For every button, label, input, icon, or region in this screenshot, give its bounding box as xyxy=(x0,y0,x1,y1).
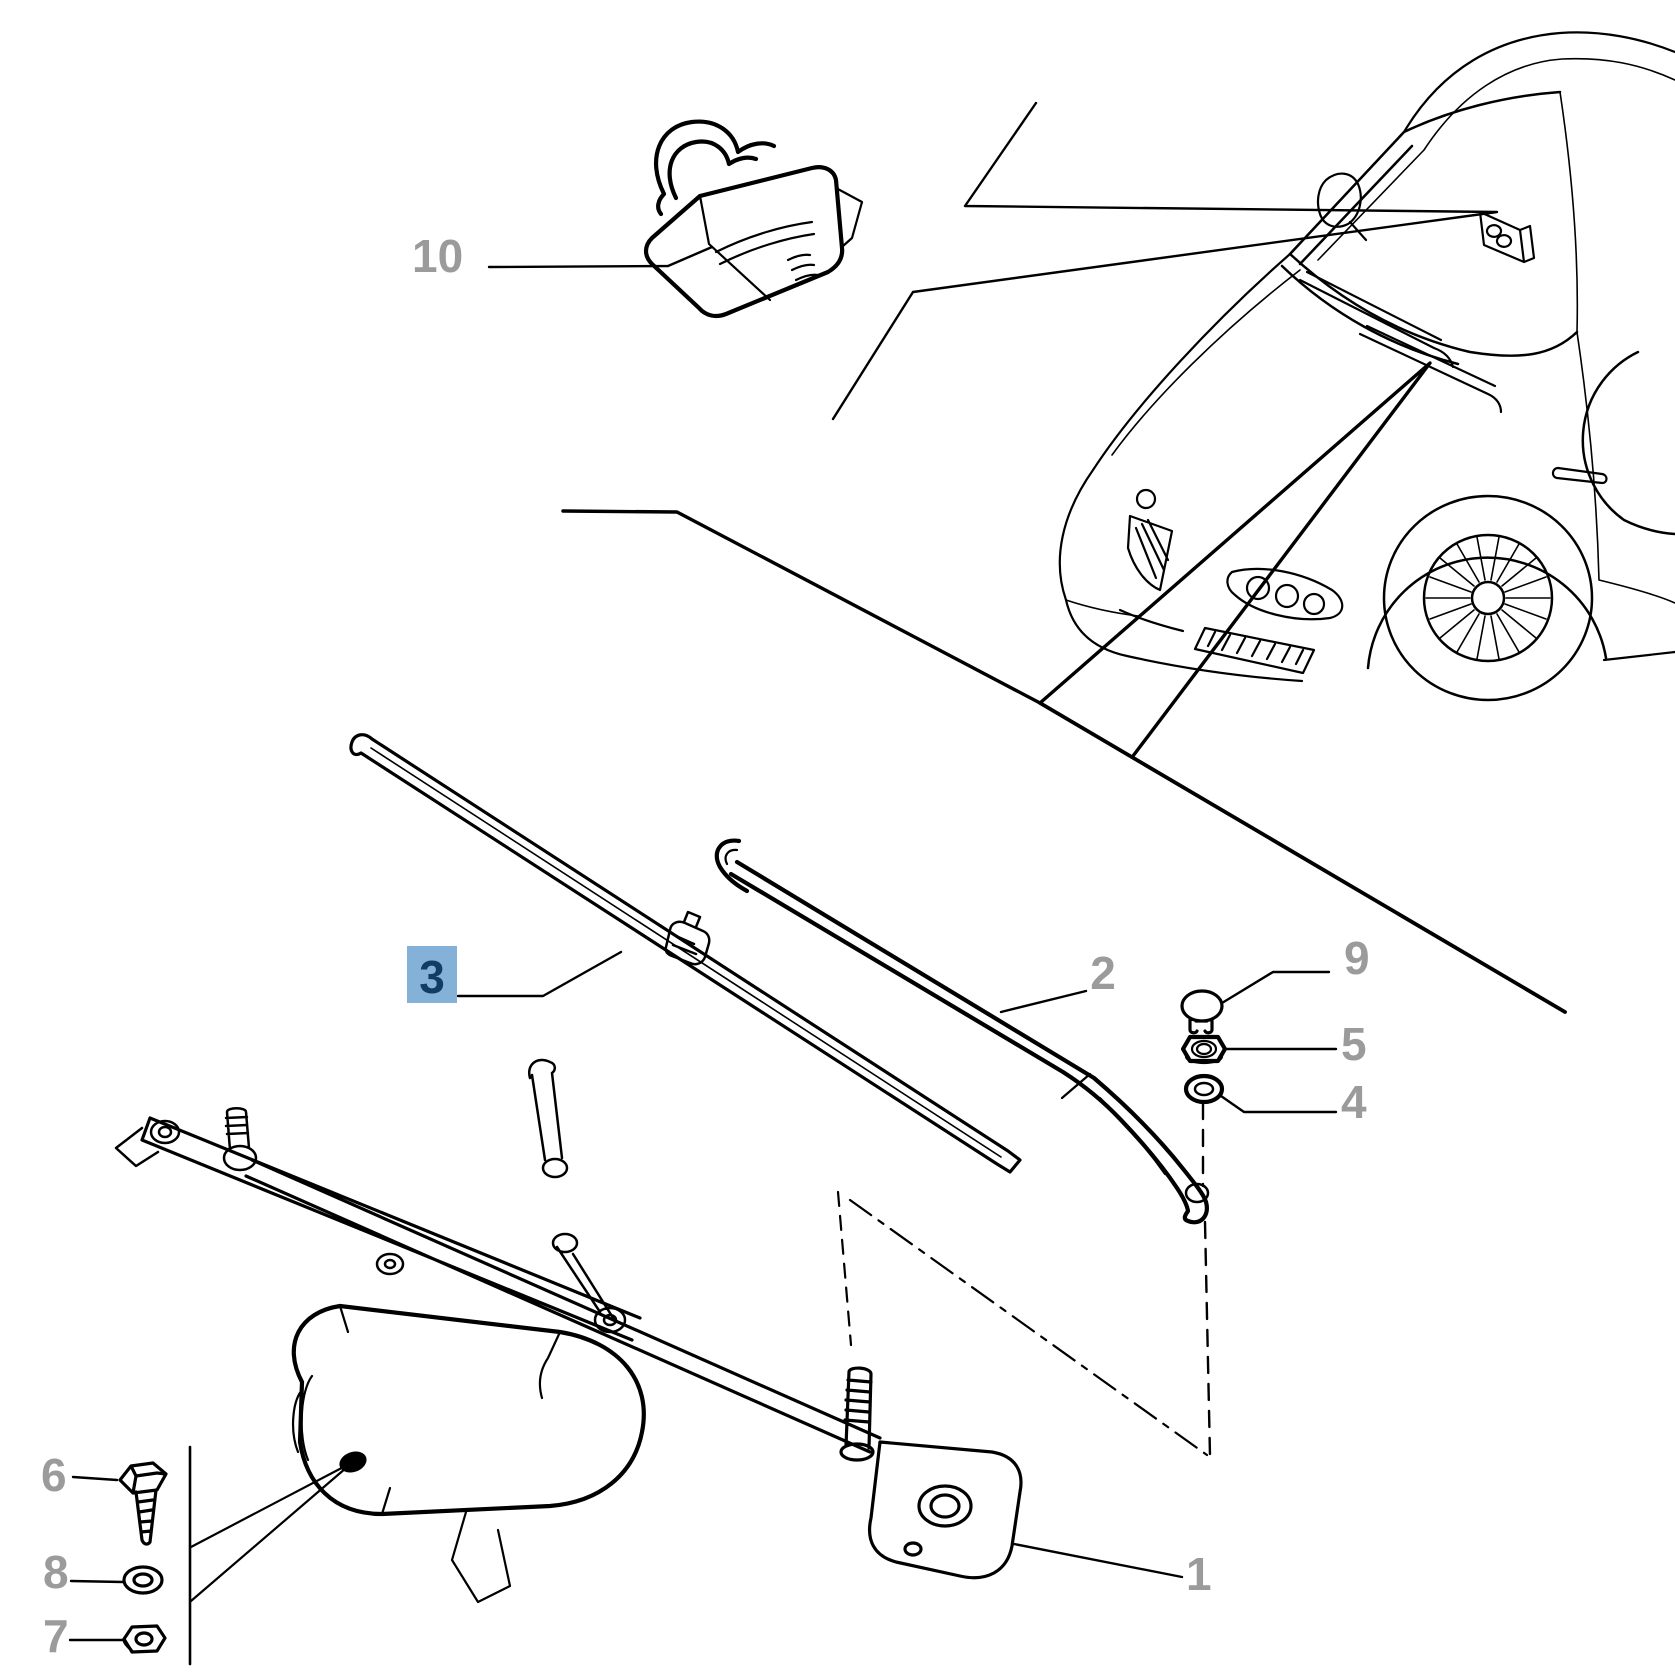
car-front-wheel xyxy=(1382,494,1594,702)
callout-7[interactable]: 7 xyxy=(43,1610,69,1662)
callout-9[interactable]: 9 xyxy=(1344,932,1370,984)
part-3-wiper-blade xyxy=(349,733,1022,1174)
sensor-spring-clip xyxy=(654,119,777,217)
callout-5[interactable]: 5 xyxy=(1341,1018,1367,1070)
part-10-rain-sensor xyxy=(643,119,864,319)
motor-details xyxy=(291,1304,562,1604)
axis-diagonal-dashdot xyxy=(848,1198,1209,1457)
callout-labels: 10 3 2 9 5 4 1 6 8 7 xyxy=(41,230,1370,1662)
blade-center-clip xyxy=(664,910,711,966)
bolt-shape xyxy=(118,1461,168,1546)
leader-8 xyxy=(69,1579,125,1584)
washer8-shape xyxy=(122,1565,164,1595)
part-4-washer xyxy=(1183,1073,1225,1105)
leader-9 xyxy=(1220,970,1331,1005)
leader-3 xyxy=(456,950,623,998)
beam-wiper-arm xyxy=(561,361,1432,758)
car-windshield xyxy=(1280,90,1579,366)
part-5-nut xyxy=(1180,1034,1228,1065)
axis-blade-to-stud xyxy=(836,1190,853,1347)
callout-10[interactable]: 10 xyxy=(412,230,463,282)
part-8-washer xyxy=(122,1565,164,1595)
leader-6 xyxy=(71,1475,119,1482)
leader-lines xyxy=(68,245,1338,1642)
nut-detail xyxy=(1184,1039,1224,1065)
car-wheel-arches xyxy=(1366,350,1675,670)
arm-outline xyxy=(714,838,1209,1225)
sensor-housing-details xyxy=(698,186,864,302)
assembly-axis-lines xyxy=(188,1101,1212,1666)
car-hood-lines xyxy=(1065,269,1301,617)
leader-4 xyxy=(1219,1094,1338,1114)
leader-2 xyxy=(999,989,1088,1014)
arm-details xyxy=(724,848,1167,1176)
cap-dome xyxy=(1180,989,1224,1035)
arm-pivot-hole xyxy=(1184,1182,1210,1204)
callout-4[interactable]: 4 xyxy=(1341,1076,1367,1128)
motor-body xyxy=(291,1303,646,1517)
callout-3[interactable]: 3 xyxy=(419,951,445,1003)
callout-1[interactable]: 1 xyxy=(1186,1548,1212,1600)
part-6-bolt xyxy=(118,1461,168,1546)
callout-3-highlight-box[interactable] xyxy=(407,946,457,1003)
callout-8[interactable]: 8 xyxy=(43,1546,69,1598)
callout-6[interactable]: 6 xyxy=(41,1449,67,1501)
linkage-links-bushings xyxy=(375,1058,627,1334)
part-2-wiper-arm xyxy=(714,838,1210,1225)
linkage-main-bars xyxy=(140,1116,882,1454)
car-headlight xyxy=(1226,567,1344,621)
car-wheel-spokes xyxy=(1425,536,1551,660)
car-illustration xyxy=(1058,31,1675,702)
sensor-housing xyxy=(643,165,845,319)
axis-arm-to-pivot xyxy=(1203,1220,1212,1458)
leader-10 xyxy=(487,245,714,269)
part-1-linkage-assembly xyxy=(114,1058,1023,1604)
part-9-cap xyxy=(1180,989,1224,1035)
part-7-nut xyxy=(122,1624,167,1654)
leader-1 xyxy=(1012,1542,1184,1579)
nut7-shape xyxy=(122,1624,167,1654)
zoom-beams xyxy=(561,101,1567,1014)
car-body-outline xyxy=(1058,31,1675,683)
car-lower-grille xyxy=(1193,626,1316,675)
blade-spine xyxy=(370,747,1002,1158)
beam-sensor xyxy=(831,101,1499,421)
car-grille-shield xyxy=(1118,488,1185,633)
fastener-wedge-lines xyxy=(189,1460,355,1603)
washer-ring xyxy=(1183,1073,1225,1105)
linkage-left-bracket-stud xyxy=(114,1107,258,1172)
callout-2[interactable]: 2 xyxy=(1090,947,1116,999)
washer-hole xyxy=(1193,1081,1215,1097)
car-roof-doorframe-lines xyxy=(1317,57,1675,604)
beam-wiper-arm-tail xyxy=(1038,701,1567,1014)
linkage-right-plate-stud xyxy=(839,1366,1023,1580)
